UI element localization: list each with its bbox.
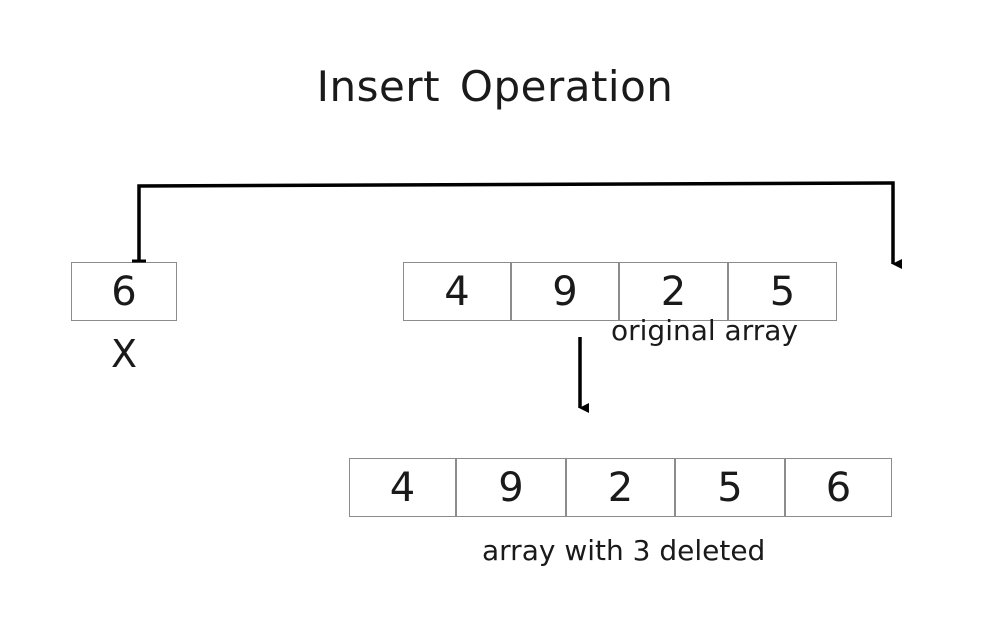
- cell-value: 2: [660, 268, 687, 315]
- result-array-cell: 4: [349, 458, 456, 517]
- diagram-title: Insert Operation: [316, 62, 674, 111]
- result-array-label: array with 3 deleted: [482, 534, 766, 567]
- cell-value: 5: [769, 268, 796, 315]
- result-array-cell: 2: [566, 458, 675, 517]
- original-array-label: original array: [611, 314, 798, 347]
- original-array-cell: 2: [619, 262, 728, 321]
- cell-value: 2: [607, 464, 634, 511]
- cell-value: 9: [552, 268, 578, 315]
- original-array-cell: 5: [728, 262, 837, 321]
- cell-value: 9: [498, 464, 524, 511]
- insert-path-arrow: [137, 181, 902, 269]
- cell-value: 4: [389, 464, 416, 511]
- result-array-cell: 5: [675, 458, 785, 517]
- cell-value: 4: [444, 268, 470, 315]
- insert-element-name: X: [110, 332, 138, 376]
- cell-value: 6: [825, 464, 852, 511]
- insert-element-cell: 6: [71, 262, 177, 321]
- result-array-cell: 9: [456, 458, 566, 517]
- cell-value: 5: [717, 464, 743, 511]
- insert-element-value: 6: [111, 268, 137, 315]
- original-array-cell: 9: [511, 262, 619, 321]
- original-array-cell: 4: [403, 262, 511, 321]
- result-array-cell: 6: [785, 458, 892, 517]
